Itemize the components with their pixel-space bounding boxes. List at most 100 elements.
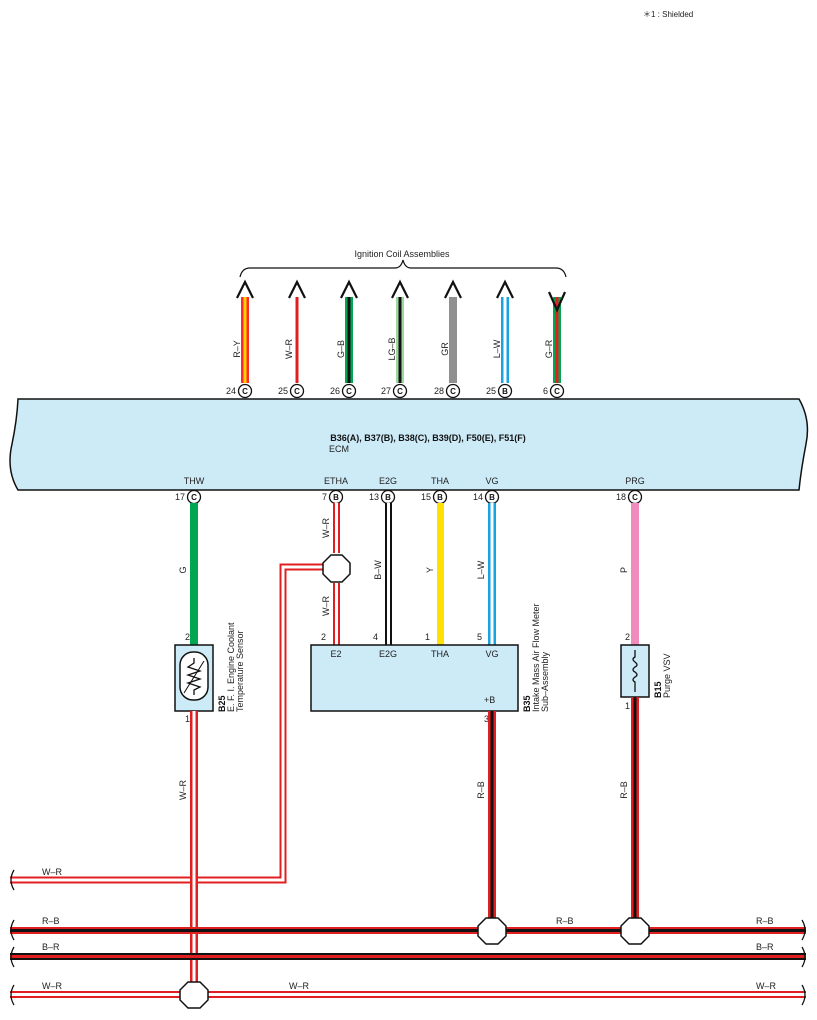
maf-power-wire bbox=[488, 711, 496, 921]
maf-power-pin: 3 bbox=[484, 714, 489, 724]
rb-left-label: R–B bbox=[42, 916, 60, 926]
maf-pin-number: 2 bbox=[321, 632, 326, 642]
etha-upper-label: W–R bbox=[321, 518, 331, 539]
prg-wire bbox=[631, 503, 639, 645]
ignition-coil-brace bbox=[239, 259, 567, 278]
pin-connector bbox=[341, 383, 357, 399]
connector-letter: B bbox=[385, 493, 391, 502]
connector-letter: C bbox=[397, 387, 403, 396]
maf-code: B35 bbox=[522, 695, 532, 712]
maf-terminal-label: THA bbox=[431, 649, 449, 659]
wire-color-label: L–W bbox=[492, 339, 502, 358]
pin-connector bbox=[497, 383, 513, 399]
vg-wire-label: L–W bbox=[476, 560, 486, 579]
wr-bottom-mid-label: W–R bbox=[289, 981, 310, 991]
vsv-code: B15 bbox=[653, 681, 663, 698]
e2g-wire-label: B–W bbox=[373, 560, 383, 580]
connector-letter: C bbox=[554, 387, 560, 396]
maf-body bbox=[310, 644, 519, 712]
pin-connector bbox=[289, 383, 305, 399]
coolant-name-1: E. F. I. Engine Coolant bbox=[226, 622, 236, 712]
coolant-ground-wire bbox=[190, 711, 198, 996]
maf-pin-number: 5 bbox=[477, 632, 482, 642]
connector-letter: C bbox=[242, 387, 248, 396]
coolant-ground-label: W–R bbox=[178, 780, 188, 801]
signal-label: THA bbox=[431, 476, 449, 486]
pin-connector bbox=[237, 383, 253, 399]
coolant-ground-splice bbox=[179, 981, 209, 1009]
connector-letter: C bbox=[450, 387, 456, 396]
ignition-wire-igt1 bbox=[236, 279, 254, 383]
wr-bottom-right-label: W–R bbox=[756, 981, 777, 991]
vsv-power-splice bbox=[620, 917, 650, 945]
pin-number: 18 bbox=[616, 492, 626, 502]
signal-label: ETHA bbox=[324, 476, 348, 486]
ignition-wire-igt3 bbox=[340, 279, 358, 383]
tha-wire-label: Y bbox=[425, 567, 435, 573]
maf-name-1: Intake Mass Air Flow Meter bbox=[531, 603, 541, 712]
prg-wire-label: P bbox=[619, 567, 629, 573]
ecm-connectors: B36(A), B37(B), B38(C), B39(D), F50(E), … bbox=[330, 433, 526, 443]
pin-number: 7 bbox=[322, 492, 327, 502]
pin-number: 25 bbox=[486, 386, 496, 396]
ignition-wire-igt4 bbox=[391, 279, 409, 383]
bus-break-marks bbox=[10, 869, 806, 1006]
vsv-name: Purge VSV bbox=[662, 653, 672, 698]
wire-color-label: W–R bbox=[284, 339, 294, 360]
pin-number: 6 bbox=[543, 386, 548, 396]
pin-number: 27 bbox=[381, 386, 391, 396]
br-left-label: B–R bbox=[42, 942, 60, 952]
coolant-temp-sensor bbox=[174, 644, 214, 712]
ecm-body bbox=[9, 398, 809, 491]
pin-connector bbox=[445, 383, 461, 399]
wr-bottom-left-label: W–R bbox=[42, 981, 63, 991]
connector-letter: C bbox=[191, 493, 197, 502]
br-bus bbox=[10, 953, 806, 960]
pin-number: 14 bbox=[473, 492, 483, 502]
wire-color-label: R–Y bbox=[232, 340, 242, 358]
rb-right-label: R–B bbox=[756, 916, 774, 926]
connector-letter: C bbox=[632, 493, 638, 502]
ignition-wire-igt6 bbox=[496, 279, 514, 383]
wire-color-label: G–B bbox=[336, 340, 346, 358]
connector-letter: B bbox=[437, 493, 443, 502]
coolant-name-2: Temperature Sensor bbox=[235, 630, 245, 712]
connector-letter: C bbox=[346, 387, 352, 396]
ecm-label: ECM bbox=[329, 444, 349, 454]
maf-terminal-label: VG bbox=[485, 649, 498, 659]
rb-bus bbox=[10, 927, 806, 934]
etha-wire bbox=[333, 503, 340, 645]
ignition-coil-label: Ignition Coil Assemblies bbox=[354, 249, 450, 259]
pin-number: 15 bbox=[421, 492, 431, 502]
signal-label: PRG bbox=[625, 476, 645, 486]
pin-connector bbox=[549, 383, 565, 399]
maf-terminal-label: E2 bbox=[330, 649, 341, 659]
signal-label: VG bbox=[485, 476, 498, 486]
maf-power-term: +B bbox=[484, 695, 495, 705]
ignition-wire-igf1 bbox=[547, 291, 567, 383]
wire-color-label: G–R bbox=[544, 339, 554, 358]
wr-bottom-bus bbox=[10, 991, 806, 998]
connector-letter: B bbox=[502, 387, 508, 396]
maf-name-2: Sub–Assembly bbox=[540, 651, 550, 712]
coolant-code: B25 bbox=[217, 695, 227, 712]
wire-color-label: LG–B bbox=[387, 337, 397, 360]
ignition-wire-igt5 bbox=[444, 279, 462, 383]
e2g-wire bbox=[385, 503, 392, 645]
connector-letter: C bbox=[294, 387, 300, 396]
ignition-wires: R–YC24IGT1W–RC25IGT2G–BC26IGT3LG–BC27IGT… bbox=[226, 279, 567, 413]
thw-wire bbox=[190, 503, 198, 645]
signal-label: E2G bbox=[379, 476, 397, 486]
etha-splice bbox=[322, 554, 351, 583]
pin-connector bbox=[392, 383, 408, 399]
tha-wire bbox=[437, 503, 444, 645]
ignition-wire-igt2 bbox=[288, 279, 306, 383]
pin-number: 28 bbox=[434, 386, 444, 396]
rb-mid-label: R–B bbox=[556, 916, 574, 926]
maf-pin-number: 4 bbox=[373, 632, 378, 642]
signal-label: THW bbox=[184, 476, 205, 486]
maf-power-label: R–B bbox=[476, 781, 486, 799]
pin-number: 24 bbox=[226, 386, 236, 396]
vg-wire bbox=[488, 503, 496, 645]
